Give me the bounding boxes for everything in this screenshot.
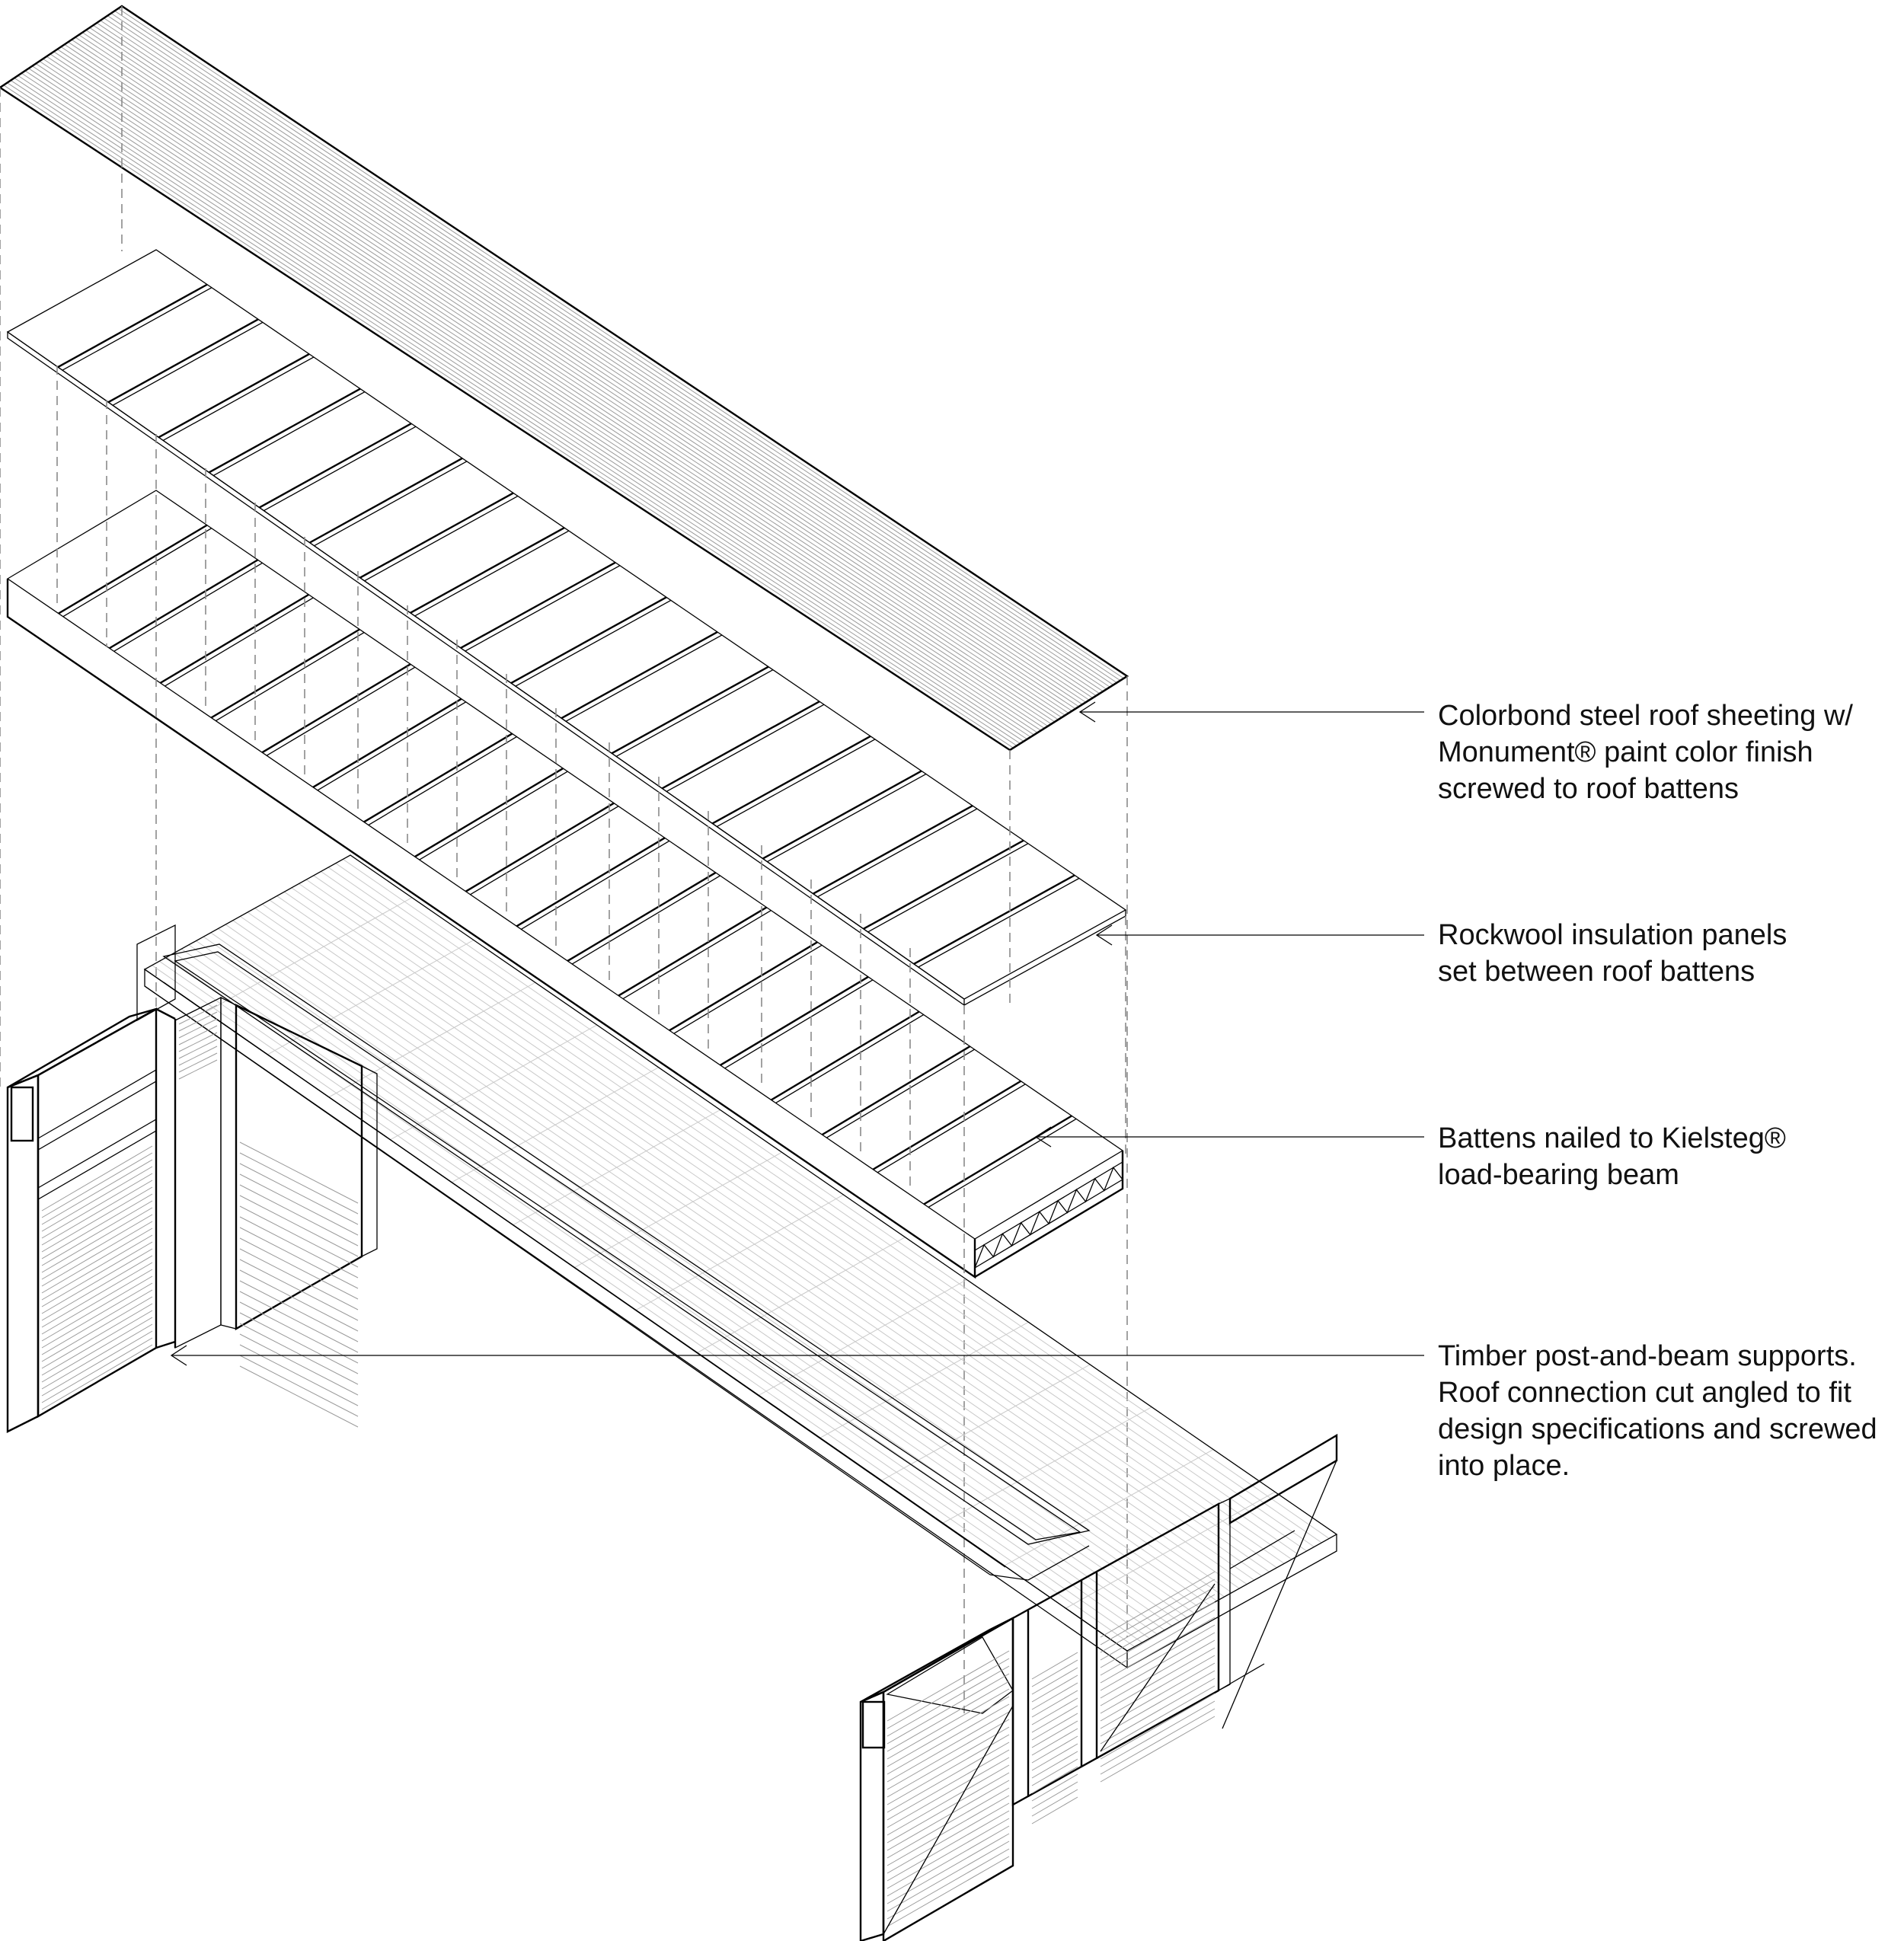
leader-battens [1034, 1126, 1424, 1148]
beam-batten [567, 871, 717, 962]
leader-roof-sheeting [1078, 701, 1424, 723]
roof-batten [158, 353, 310, 439]
roof-batten [561, 631, 718, 720]
beam-batten [109, 559, 259, 650]
label-line: Colorbond steel roof sheeting w/ [1438, 700, 1853, 732]
beam-batten [312, 698, 462, 788]
beam-batten [414, 768, 564, 858]
roof-batten [863, 839, 1024, 930]
beam-batten [58, 524, 208, 615]
roof-batten [762, 770, 922, 860]
label-line: design specifications and screwed [1438, 1413, 1877, 1445]
roof-batten [410, 527, 565, 614]
beam-batten [872, 1080, 1022, 1170]
label-line: Roof connection cut angled to fit [1438, 1377, 1851, 1409]
beam-batten [465, 802, 615, 892]
timber-post-and-beam-structure [6, 854, 1338, 1941]
beam-batten [261, 663, 411, 754]
label-line: Rockwool insulation panels [1438, 919, 1787, 951]
label-posts: Timber post-and-beam supports. Roof conn… [1438, 1340, 1885, 1482]
beam-batten [669, 941, 818, 1032]
leader-insulation [1095, 924, 1424, 946]
roof-batten [258, 423, 412, 509]
label-roof-sheeting: Colorbond steel roof sheeting w/ Monumen… [1438, 700, 1861, 805]
label-line: Monument® paint color finish [1438, 736, 1813, 768]
beam-batten [159, 593, 309, 684]
beam-batten [363, 733, 513, 823]
beam-batten [210, 628, 360, 719]
projection-lines [0, 6, 1128, 1713]
annotation-labels: Colorbond steel roof sheeting w/ Monumen… [1438, 700, 1885, 1482]
label-insulation: Rockwool insulation panels set between r… [1438, 919, 1795, 988]
insulation-panel-layer [6, 249, 1127, 1007]
roof-batten [57, 283, 208, 369]
label-line: load-bearing beam [1438, 1159, 1679, 1191]
roof-batten [711, 735, 871, 825]
beam-batten [821, 1046, 971, 1136]
roof-batten [208, 388, 361, 474]
beam-batten [618, 906, 768, 997]
beam-batten [720, 975, 869, 1066]
label-line: set between roof battens [1438, 956, 1755, 988]
roof-batten [460, 561, 616, 649]
roof-batten [107, 318, 259, 404]
label-line: Timber post-and-beam supports. [1438, 1340, 1857, 1372]
leader-arrows [170, 701, 1424, 1366]
roof-batten [309, 457, 463, 544]
roof-sheeting-layer [0, 5, 1129, 752]
roof-batten [913, 874, 1075, 965]
label-line: screwed to roof battens [1438, 773, 1739, 805]
beam-batten [516, 837, 666, 927]
roof-batten [611, 666, 769, 755]
roof-batten [359, 492, 514, 579]
beam-batten [923, 1115, 1072, 1205]
label-line: Battens nailed to Kielsteg® [1438, 1122, 1786, 1154]
label-battens: Battens nailed to Kielsteg® load-bearing… [1438, 1122, 1794, 1191]
kielsteg-beam-layer [6, 490, 1124, 1279]
roof-batten [510, 596, 667, 685]
roof-batten [813, 805, 973, 895]
label-line: into place. [1438, 1450, 1570, 1482]
beam-batten [771, 1010, 920, 1101]
roof-batten [661, 701, 820, 790]
leader-posts [170, 1345, 1424, 1366]
